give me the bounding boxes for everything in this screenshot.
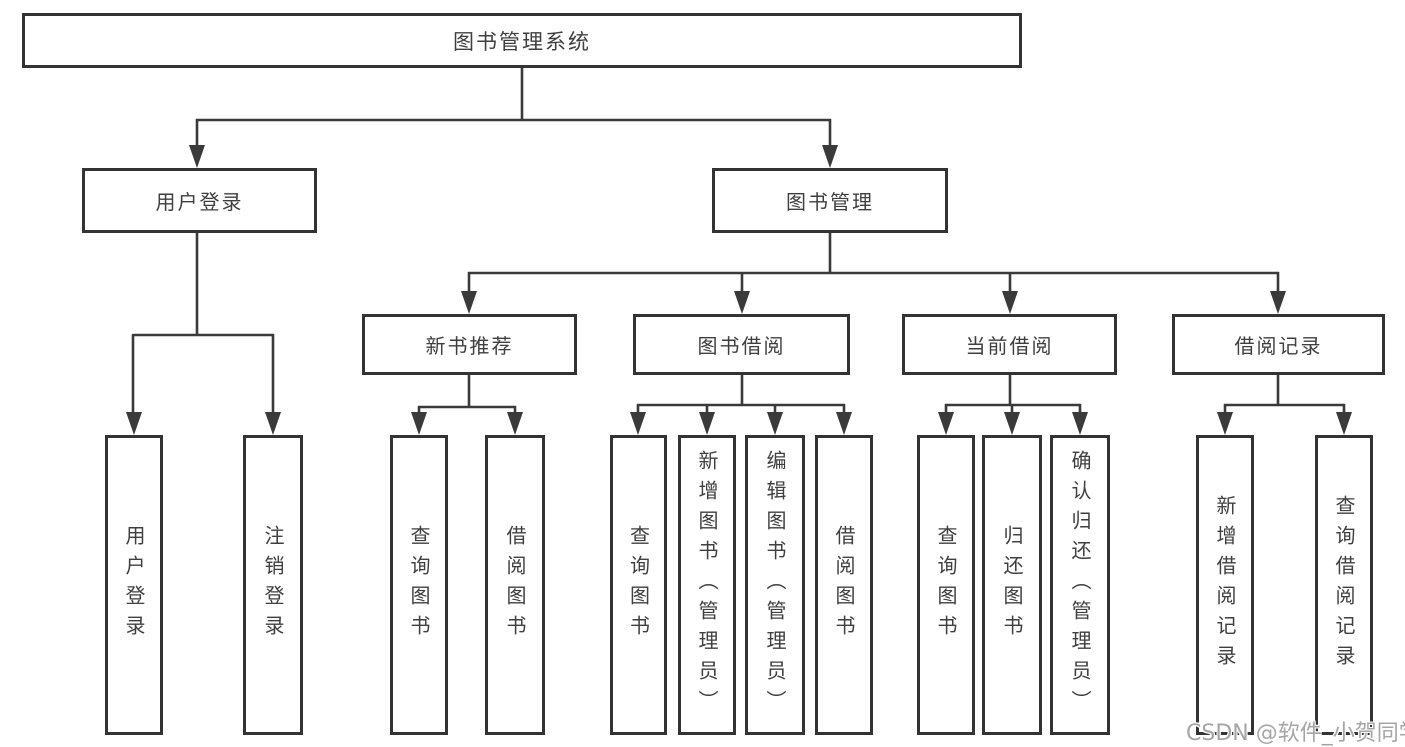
csdn-watermark: CSDN @软件_小贺同学 [1186, 721, 1405, 746]
node-label: 注销登录 [261, 525, 285, 645]
node-label: 当前借阅 [965, 334, 1054, 358]
node-label: 用户登录 [155, 190, 244, 214]
node-label: 新增图书（管理员） [695, 450, 719, 720]
node-label: 确认归还（管理员） [1068, 450, 1092, 720]
leaf-query-books-current: 查询图书 [917, 435, 975, 735]
node-label: 用户登录 [122, 525, 146, 645]
node-label: 图书管理系统 [453, 29, 591, 54]
node-label: 图书管理 [786, 190, 874, 214]
node-label: 编辑图书（管理员） [763, 450, 787, 720]
leaf-add-book-admin: 新增图书（管理员） [678, 435, 736, 735]
node-user-login: 用户登录 [82, 168, 317, 233]
node-borrow-records: 借阅记录 [1172, 314, 1385, 375]
leaf-query-books-recommend: 查询图书 [390, 435, 448, 735]
node-library-system: 图书管理系统 [22, 13, 1022, 68]
node-label: 图书借阅 [697, 334, 786, 358]
node-label: 归还图书 [1000, 525, 1024, 645]
leaf-query-books-borrow: 查询图书 [610, 435, 667, 735]
node-label: 查询图书 [626, 525, 651, 645]
node-new-book-recommend: 新书推荐 [362, 314, 577, 375]
node-label: 借阅图书 [503, 525, 527, 645]
leaf-add-borrow-record: 新增借阅记录 [1196, 435, 1254, 735]
leaf-borrow-books-recommend: 借阅图书 [485, 435, 545, 735]
node-label: 新增借阅记录 [1213, 495, 1237, 675]
node-label: 借阅图书 [832, 525, 856, 645]
node-label: 新书推荐 [425, 334, 514, 358]
leaf-query-borrow-record: 查询借阅记录 [1315, 435, 1373, 735]
node-current-borrow: 当前借阅 [902, 314, 1117, 375]
leaf-return-books: 归还图书 [982, 435, 1042, 735]
leaf-confirm-return-admin: 确认归还（管理员） [1050, 435, 1110, 735]
leaf-logout-login: 注销登录 [243, 435, 303, 735]
leaf-borrow-books: 借阅图书 [815, 435, 873, 735]
node-label: 查询图书 [934, 525, 958, 645]
leaf-edit-book-admin: 编辑图书（管理员） [745, 435, 805, 735]
node-label: 查询借阅记录 [1332, 495, 1356, 675]
node-book-borrow: 图书借阅 [633, 314, 850, 375]
node-label: 借阅记录 [1234, 334, 1323, 358]
node-label: 查询图书 [407, 525, 431, 645]
node-book-management: 图书管理 [712, 168, 948, 233]
leaf-user-login: 用户登录 [105, 435, 163, 735]
